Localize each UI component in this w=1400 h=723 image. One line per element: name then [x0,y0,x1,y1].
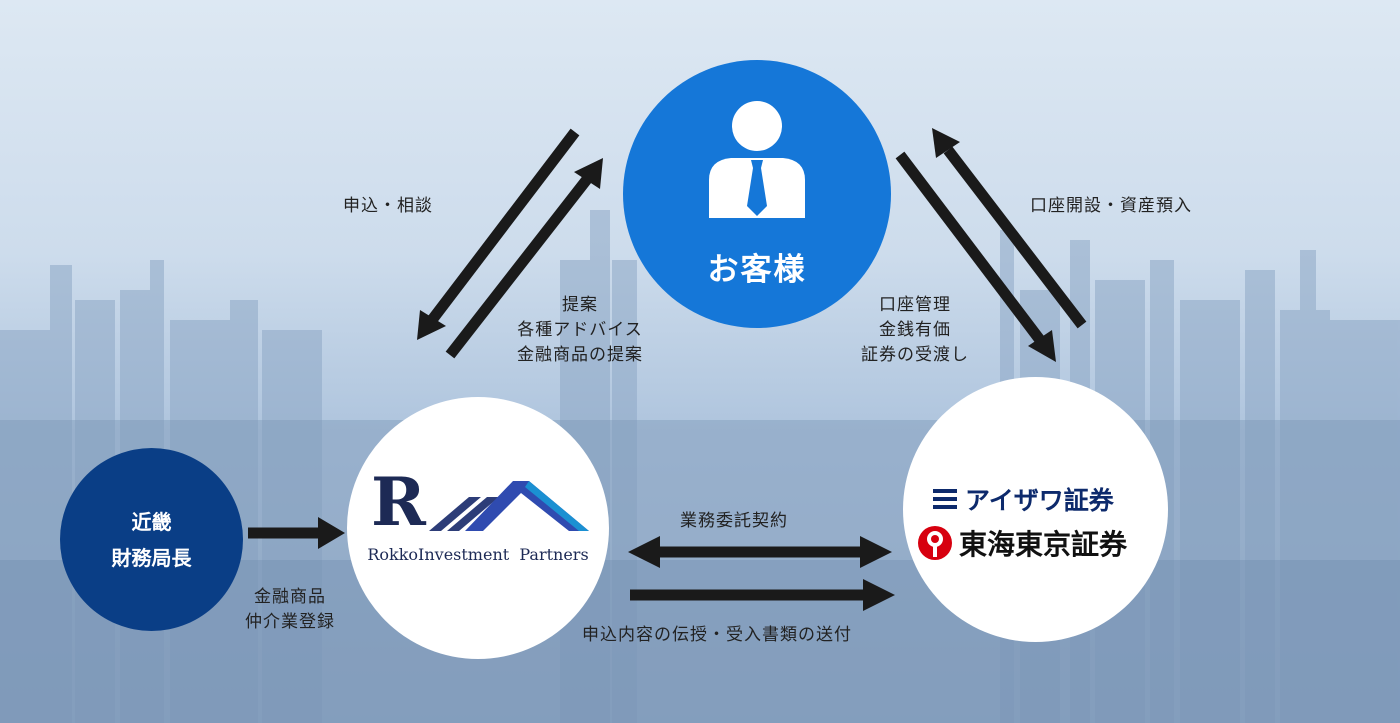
label-outsourcing: 業務委託契約 [680,509,788,534]
account-mgmt-line: 金銭有価 [845,318,985,343]
label-transmission: 申込内容の伝授・受入書類の送付 [582,623,852,648]
tokai-row: 東海東京証券 [917,523,1162,565]
registration-line: 仲介業登録 [225,610,355,635]
aizawa-bars-icon [933,489,957,509]
registration-line: 金融商品 [225,585,355,610]
aizawa-row: アイザワ証券 [933,481,1153,515]
rokko-logo: R [369,469,589,539]
arrowhead [628,536,660,568]
arrowhead [860,536,892,568]
brokers-node: アイザワ証券 東海東京証券 [903,377,1168,642]
mountain-logo-icon [429,473,589,533]
tokai-name: 東海東京証券 [959,523,1127,563]
bureau-line1: 近畿 [60,506,243,535]
aizawa-name: アイザワ証券 [965,481,1114,517]
label-account-open: 口座開設・資産預入 [1030,194,1192,219]
rokko-node: R RokkoInvestment Partners [347,397,609,659]
label-registration: 金融商品 仲介業登録 [225,585,355,635]
label-apply-consult: 申込・相談 [343,194,433,219]
account-mgmt-line: 口座管理 [845,293,985,318]
proposal-line: 各種アドバイス [505,318,655,343]
rokko-name: RokkoInvestment Partners [347,545,609,564]
bureau-line2: 財務局長 [60,542,243,571]
proposal-line: 金融商品の提案 [505,343,655,368]
kinki-bureau-node: 近畿 財務局長 [60,448,243,631]
rokko-logo-letter: R [371,463,426,541]
label-proposals: 提案 各種アドバイス 金融商品の提案 [505,293,655,368]
businessman-icon [701,98,813,218]
arrowhead [863,579,895,611]
customer-node: お客様 [623,60,891,328]
arrowhead [318,517,345,549]
tokai-mark-icon [917,525,953,561]
proposal-line: 提案 [505,293,655,318]
label-account-mgmt: 口座管理 金銭有価 証券の受渡し [845,293,985,368]
customer-label: お客様 [623,244,891,289]
account-mgmt-line: 証券の受渡し [845,343,985,368]
